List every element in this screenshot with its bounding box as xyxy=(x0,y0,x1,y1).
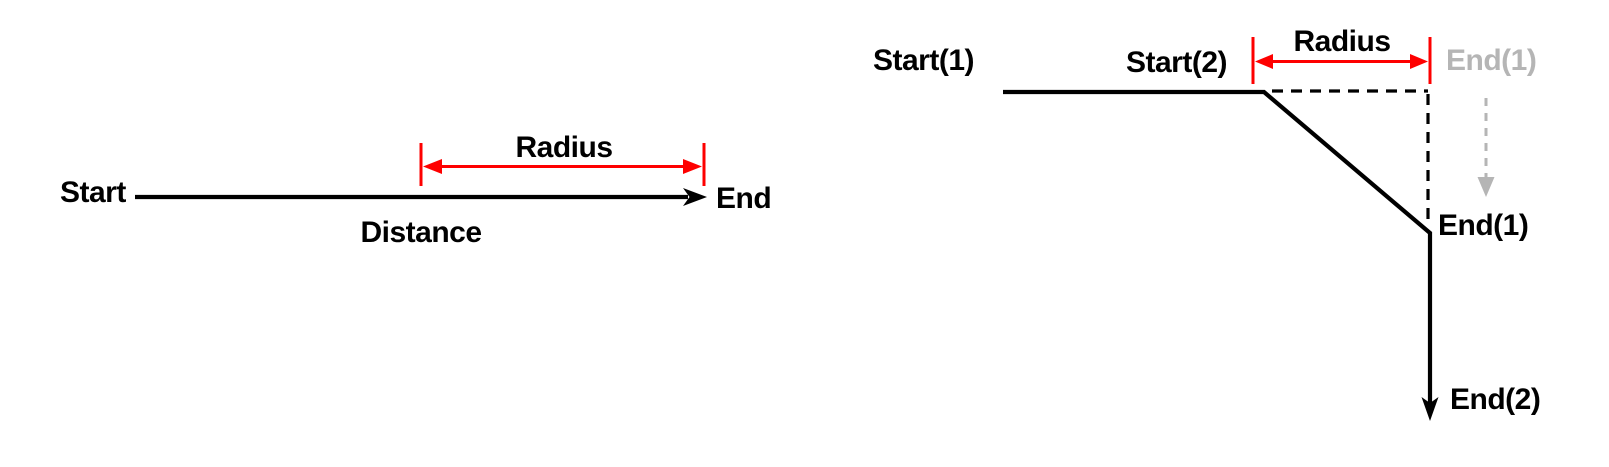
left-end-label: End xyxy=(716,182,772,215)
route-path-line xyxy=(1003,89,1433,406)
radius-arrowhead-left-icon xyxy=(423,159,442,174)
right-ghost-end1-label: End(1) xyxy=(1446,44,1537,77)
right-start1-label: Start(1) xyxy=(873,44,975,77)
right-turn-diagram xyxy=(1003,37,1495,421)
radius2-arrowhead-right-icon xyxy=(1410,54,1428,69)
right-end1-label: End(1) xyxy=(1438,209,1529,242)
left-distance-diagram xyxy=(135,143,707,206)
radius-arrowhead-right-icon xyxy=(683,159,702,174)
left-start-label: Start xyxy=(60,176,126,209)
right-radius-label: Radius xyxy=(1293,25,1391,58)
right-start2-label: Start(2) xyxy=(1126,46,1228,79)
radius2-arrowhead-left-icon xyxy=(1255,54,1273,69)
left-distance-label: Distance xyxy=(360,216,482,249)
right-end2-label: End(2) xyxy=(1450,383,1541,416)
distance-arrowhead-icon xyxy=(683,188,707,206)
ghost-descent-arrowhead-icon xyxy=(1477,177,1495,197)
route-arrowhead-down-icon xyxy=(1421,397,1439,421)
left-radius-label: Radius xyxy=(515,131,613,164)
